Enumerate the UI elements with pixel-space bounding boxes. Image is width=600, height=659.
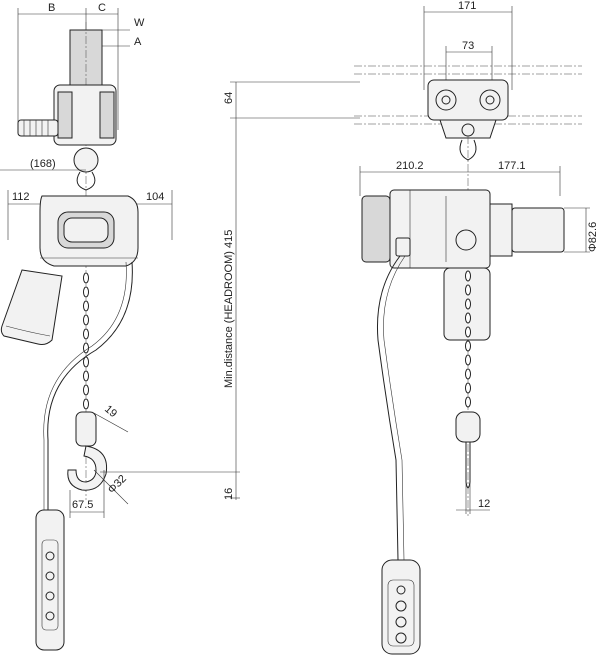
load-chain-left — [83, 272, 89, 410]
motor-end-cap — [361, 195, 391, 263]
dim-16-label: 16 — [223, 488, 235, 500]
bottom-block-front — [455, 411, 481, 443]
trolley-front — [427, 79, 509, 121]
dim-210-2-label: 210.2 — [396, 160, 424, 172]
dim-b-label: B — [48, 2, 55, 14]
dim-177-1-label: 177.1 — [498, 160, 526, 172]
bottom-hook-block — [75, 411, 97, 447]
dim-12-label: 12 — [478, 498, 490, 510]
dim-a-label: A — [134, 36, 142, 48]
side-view: B C W A (168) 112 104 — [0, 2, 173, 651]
dim-168-label: (168) — [30, 158, 56, 170]
dim-171-label: 171 — [458, 0, 476, 12]
dim-w-label: W — [134, 17, 145, 29]
chain-container — [0, 269, 63, 345]
dim-67-5-label: 67.5 — [72, 499, 93, 511]
pendant-cable-left — [47, 261, 133, 510]
dim-c-label: C — [98, 2, 106, 14]
headroom-dimension: 64 Min.distance (HEADROOM) 415 16 — [223, 82, 237, 500]
motor-cylinder — [511, 207, 565, 253]
pendant-switch-right — [381, 559, 421, 655]
gearbox — [489, 203, 513, 257]
pendant-cable-right — [377, 255, 401, 561]
dim-104-label: 104 — [146, 191, 164, 203]
front-view: 171 73 210.2 177.1 — [354, 0, 599, 655]
dim-phi82-6-label: Φ82.6 — [587, 222, 599, 252]
dim-19-label: 19 — [102, 403, 119, 420]
dim-headroom-label: Min.distance (HEADROOM) 415 — [223, 230, 235, 388]
load-chain-right — [465, 270, 471, 408]
dim-112-label: 112 — [12, 191, 30, 203]
dim-phi32-label: Φ32 — [106, 473, 129, 496]
dim-64-label: 64 — [223, 92, 235, 104]
dim-73-label: 73 — [462, 40, 474, 52]
bottom-hook — [67, 445, 108, 491]
